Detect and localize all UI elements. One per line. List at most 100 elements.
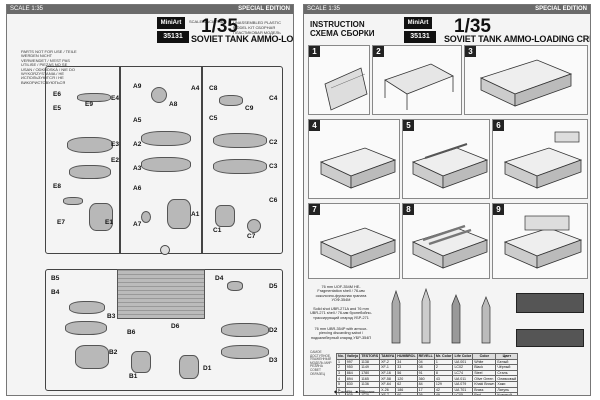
step-number: 1 — [309, 46, 320, 57]
sprue-ribbed-block — [117, 269, 205, 319]
scale-band: SCALE 1:35 SPECIAL EDITION — [7, 5, 293, 14]
table-cell: 56 — [395, 369, 418, 377]
part-label: B2 — [109, 349, 118, 356]
figure-head-part — [247, 219, 261, 233]
figure-arm-part — [219, 95, 243, 106]
crate-open-diagram — [319, 227, 397, 269]
col-header: Mr. Color — [433, 353, 454, 360]
crate-shell-rack-diagram — [411, 143, 489, 189]
paint-brand-block: САМОЕ ДОСТУПНОЕ УЛАЖЕННЫЙ МОДЕЛЬ МИР РЕЗ… — [310, 350, 332, 376]
table-cell: 120 — [395, 375, 418, 382]
part-label: C7 — [247, 233, 256, 240]
assembly-step: 1 — [308, 45, 370, 115]
ammo-note: Solid shot UBR-271A and 76 mm UBR-271 sh… — [310, 307, 372, 320]
part-label: E7 — [57, 219, 65, 226]
part-label: A5 — [133, 117, 142, 124]
scale-label: SCALE 1:35 — [10, 6, 44, 12]
figure-leg-part — [213, 133, 267, 148]
sprue-map-page: SCALE 1:35 SPECIAL EDITION MiniArt 35131… — [6, 4, 294, 396]
col-header: TAMIYA — [379, 353, 397, 360]
part-label: D2 — [269, 327, 278, 334]
table-cell: Brass — [472, 386, 497, 394]
assembly-step: 9 — [492, 203, 588, 279]
table-cell: Белый — [495, 358, 519, 366]
edition-label: SPECIAL EDITION — [238, 6, 290, 12]
part-label: E9 — [85, 101, 93, 108]
legend: ◆ Cement ■ Вариант — [334, 389, 375, 394]
table-cell: Оливковый — [495, 375, 519, 382]
figure-leg-part — [221, 345, 269, 359]
sprue-divider — [119, 66, 121, 254]
assembly-step: 6 — [492, 119, 588, 199]
table-cell: 49 — [433, 392, 454, 395]
assembly-step: 2 — [372, 45, 462, 115]
part-label: C1 — [213, 227, 222, 234]
figure-body-part — [179, 355, 199, 379]
part-label: C9 — [245, 105, 254, 112]
scale-big: 1/35 — [201, 16, 238, 37]
table-cell: Steel — [472, 369, 497, 377]
crate-frame-diagram — [384, 63, 454, 110]
part-label: A8 — [169, 101, 178, 108]
kit-text: UNASSEMBLED PLASTIC MODEL KIT СБОРНАЯ ПЛ… — [233, 20, 282, 35]
figure-head-part — [151, 87, 167, 103]
crate-final-diagram — [503, 131, 583, 189]
table-cell: 36 — [416, 392, 435, 395]
figure-body-part — [215, 205, 235, 227]
part-label: C5 — [209, 115, 218, 122]
ammo-note: 76 mm UBR-354P with armour-piercing disc… — [310, 327, 372, 340]
part-label: E3 — [111, 141, 119, 148]
figure-head-part — [141, 211, 151, 223]
table-cell: 08 — [416, 364, 435, 371]
assembly-step: 8 — [402, 203, 490, 279]
table-cell: Красный — [495, 392, 519, 395]
part-label: E4 — [111, 95, 119, 102]
part-label: A1 — [191, 211, 200, 218]
part-label: B5 — [51, 275, 60, 282]
col-header: Vallejo — [344, 353, 361, 360]
table-cell: White — [472, 358, 497, 366]
color-table: No. Vallejo TESTORS TAMIYA HUMBROL REVEL… — [336, 353, 519, 395]
part-label: B4 — [51, 289, 60, 296]
instruction-page: SCALE 1:35 SPECIAL EDITION MiniArt 35131… — [303, 4, 591, 396]
color-table-header: No. Vallejo TESTORS TAMIYA HUMBROL REVEL… — [336, 353, 519, 360]
ammo-box — [516, 329, 584, 347]
part-label: A7 — [133, 221, 142, 228]
part-label: D5 — [269, 283, 278, 290]
part-label: A2 — [133, 141, 142, 148]
step-number: 5 — [403, 120, 414, 131]
table-cell: Black — [472, 364, 497, 371]
table-cell: 62 — [395, 381, 418, 388]
figure-leg-part — [69, 301, 105, 314]
crate-assembly-diagram — [479, 59, 573, 107]
page-title: SOVIET TANK AMMO-LOADING CREW — [444, 34, 591, 44]
table-cell: 360 — [416, 375, 435, 382]
part-label: D6 — [171, 323, 180, 330]
sprue-gate-icon — [160, 245, 170, 255]
part-label: C3 — [269, 163, 278, 170]
table-cell: Сталь — [495, 369, 519, 377]
table-cell: 84 — [416, 381, 435, 388]
figure-leg-part — [213, 159, 267, 174]
table-cell: Olive Green — [472, 375, 497, 382]
table-cell: 04 — [416, 358, 435, 366]
instruction-title-ru: СХЕМА СБОРКИ — [310, 29, 375, 38]
legend-paint: Вариант — [359, 389, 375, 394]
instruction-title-en: INSTRUCTION — [310, 20, 365, 29]
step-number: 8 — [403, 204, 414, 215]
figure-arm-part — [77, 93, 111, 102]
table-cell: 186 — [395, 386, 418, 394]
page-header: MiniArt 35131 1/35 SOVIET TANK AMMO-LOAD… — [304, 14, 590, 44]
part-label: E6 — [53, 91, 61, 98]
scale-label: SCALE 1:35 — [307, 6, 341, 12]
page-title: SOVIET TANK AMMO-LOADING CREW — [191, 34, 294, 44]
page-header: MiniArt 35131 SCALE МАСШТАБ 1/35 UNASSEM… — [7, 14, 293, 44]
table-cell: XF-7 — [379, 392, 397, 395]
table-cell: 997 — [344, 358, 361, 366]
